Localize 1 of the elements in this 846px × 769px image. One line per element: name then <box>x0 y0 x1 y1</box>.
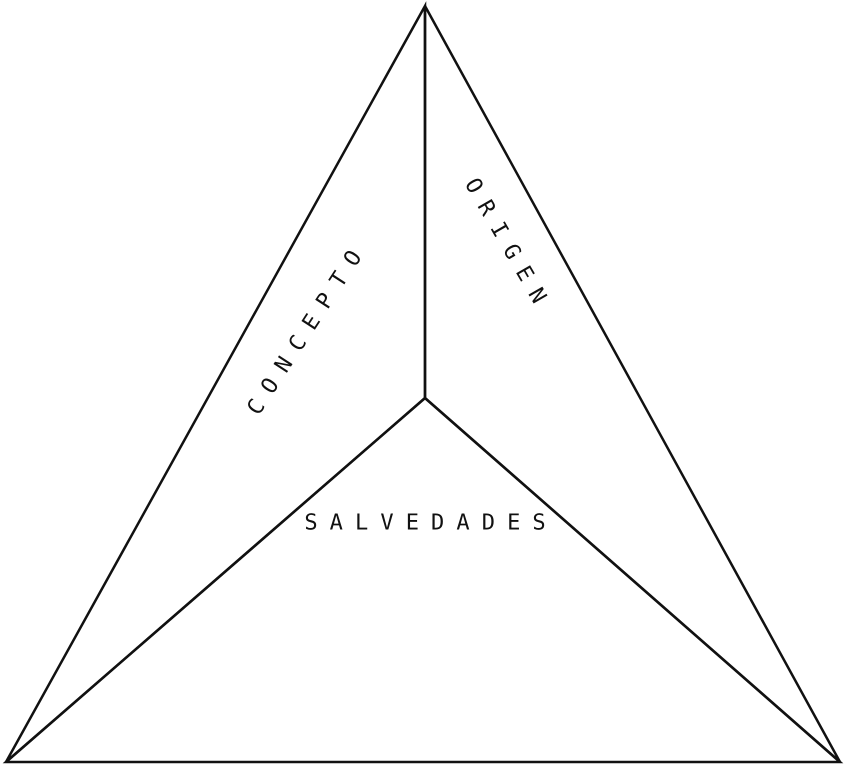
region-label: SALVEDADES <box>303 510 558 536</box>
